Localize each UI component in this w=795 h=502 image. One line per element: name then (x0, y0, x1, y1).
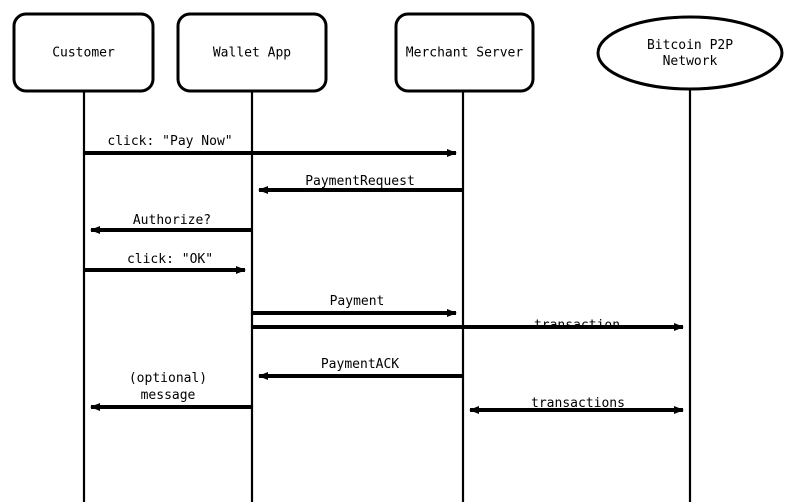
actor-shape-box-customer (12, 12, 155, 93)
message-label-m5: Payment (330, 294, 385, 309)
message-m6: transaction (252, 318, 684, 333)
message-label-m1: click: "Pay Now" (107, 134, 232, 149)
actor-wallet[interactable]: Wallet App (176, 12, 328, 93)
actor-shape-box-wallet (176, 12, 328, 93)
actor-label-wallet: Wallet App (213, 45, 291, 60)
message-m2: PaymentRequest (258, 174, 463, 194)
actor-shape-ellipse-bitcoin (596, 15, 784, 91)
message-label-m3: Authorize? (133, 213, 211, 228)
message-m8: (optional)message (90, 371, 252, 411)
message-m1: click: "Pay Now" (84, 134, 457, 157)
message-label-m7: PaymentACK (321, 357, 399, 372)
actor-label-merchant: Merchant Server (406, 45, 524, 60)
actor-merchant[interactable]: Merchant Server (394, 12, 535, 93)
lifelines-layer (82, 89, 692, 502)
actor-label-customer: Customer (52, 45, 115, 60)
message-label-m2: PaymentRequest (305, 174, 415, 189)
message-m7: PaymentACK (258, 357, 463, 380)
message-label-m9: transactions (531, 396, 625, 411)
message-label-m4: click: "OK" (127, 252, 213, 267)
message-label-m8: (optional)message (129, 371, 207, 403)
message-m9: transactions (469, 396, 684, 414)
message-m4: click: "OK" (84, 252, 246, 274)
actor-customer[interactable]: Customer (12, 12, 155, 93)
message-label-m6: transaction (534, 318, 620, 333)
messages-layer: click: "Pay Now" PaymentRequestAuthorize?… (84, 134, 684, 414)
message-m5: Payment (252, 294, 457, 317)
message-m3: Authorize? (90, 213, 252, 234)
actors-layer: Customer Wallet App Merchant Server Bitcoin… (12, 12, 784, 93)
actor-shape-box-merchant (394, 12, 535, 93)
